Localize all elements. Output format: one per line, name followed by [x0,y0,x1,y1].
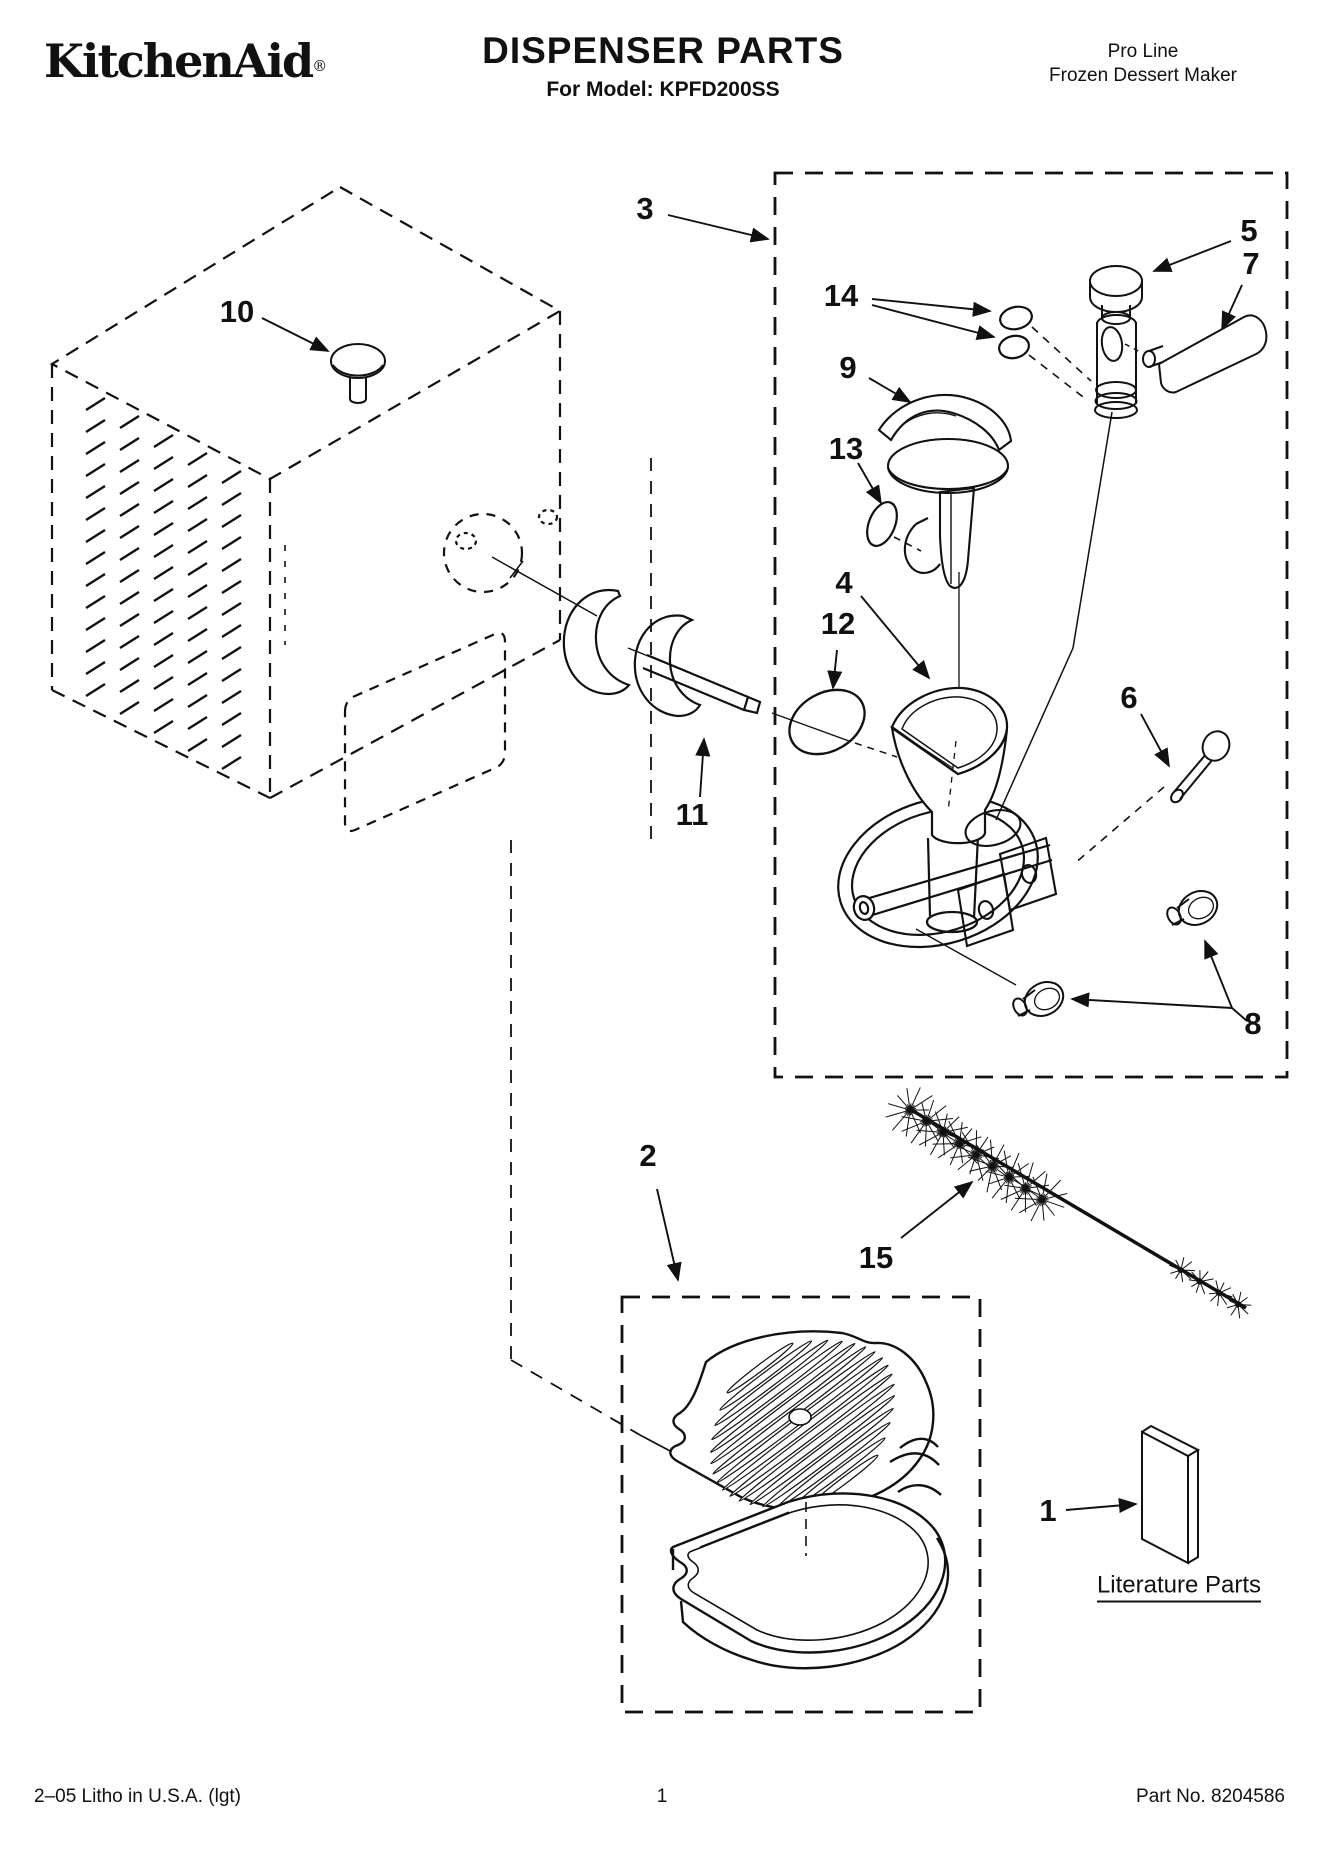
drip-tray [669,1492,950,1670]
print-info: 2–05 Litho in U.S.A. (lgt) [34,1786,241,1807]
callout-14: 14 [823,278,859,313]
callout-3: 3 [636,191,654,226]
callout-7: 7 [1242,246,1260,281]
callout-15: 15 [858,1240,894,1275]
handle-part [1124,314,1268,394]
axle-tick [509,560,524,579]
callout-1: 1 [1039,1493,1057,1528]
literature-parts-label: Literature Parts [1096,1572,1262,1603]
lever-part [877,393,1013,589]
pin-part [1073,730,1231,865]
leader-lines [510,458,673,1453]
top-knob-part [330,343,386,404]
product-name: Frozen Dessert Maker [1049,65,1237,86]
registered-mark: ® [312,57,327,75]
callout-4: 4 [835,565,853,600]
knob-leader [915,928,1017,986]
model-line: For Model: KPFD200SS [546,78,780,101]
product-line: Pro Line [1107,41,1179,62]
plunger-part [1089,265,1143,419]
title-block: DISPENSER PARTS For Model: KPFD200SS [482,30,844,102]
tray-back-edge [889,1437,942,1496]
plunger-leader [995,411,1113,821]
callout-6: 6 [1120,680,1138,715]
callout-2: 2 [639,1138,657,1173]
page-number: 1 [656,1786,668,1807]
auger-part [562,588,762,718]
dispenser-assembly-box [773,171,1289,1079]
callout-5: 5 [1240,213,1258,248]
callout-11: 11 [675,797,709,832]
knob-left [1012,981,1065,1017]
part-number: Part No. 8204586 [1136,1786,1285,1807]
large-o-ring [771,688,898,758]
callout-10: 10 [219,294,255,329]
plunger-o-rings [998,305,1092,401]
mounting-brackets [956,809,1058,948]
callout-12: 12 [820,606,856,641]
cabinet-vent-slats [85,396,242,771]
literature-booklet [1141,1424,1201,1565]
callout-arrows [261,214,1248,1514]
cabinet-outline [49,185,563,833]
knob-right [1166,890,1219,926]
lever-o-ring [866,501,922,552]
funnel-part [890,686,1009,845]
callout-13: 13 [828,431,864,466]
product-line-block: Pro Line Frozen Dessert Maker [1049,40,1237,88]
cleaning-brush [885,1087,1252,1319]
page-title: DISPENSER PARTS [482,30,844,71]
auger-axle-line [491,556,598,617]
drip-grille [669,1330,935,1511]
brand-logo: KitchenAid® [44,34,327,88]
callout-8: 8 [1244,1006,1262,1041]
callout-9: 9 [839,350,857,385]
